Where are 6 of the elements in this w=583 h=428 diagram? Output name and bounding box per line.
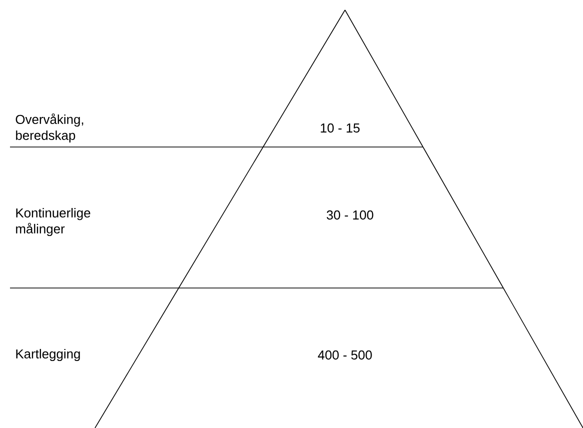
tier-label: Kartlegging <box>16 348 80 362</box>
tier-label: Overvåking, beredskap <box>16 113 84 143</box>
pyramid-tier: 400 - 500 <box>94 288 583 428</box>
pyramid-tier: 10 - 15 <box>262 10 424 148</box>
tier-label: Kontinuerlige målinger <box>16 208 90 236</box>
pyramid-tier: 30 - 100 <box>178 146 504 288</box>
